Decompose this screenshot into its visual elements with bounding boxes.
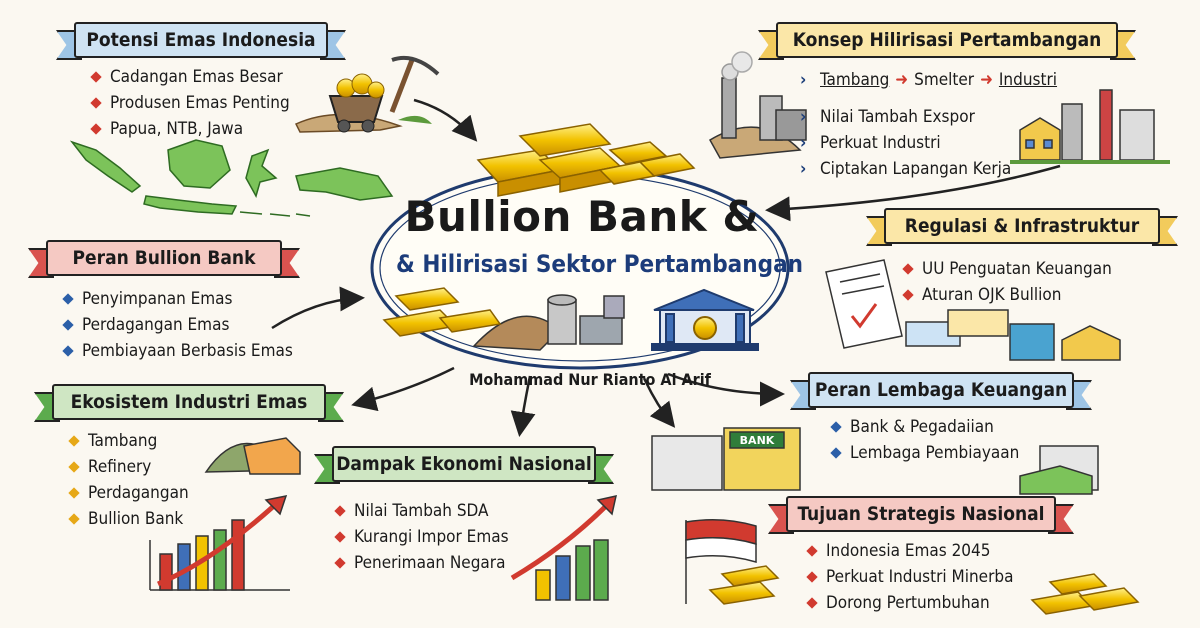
list-item: UU Penguatan Keuangan (902, 256, 1112, 282)
heading-peran-bullion: Peran Bullion Bank (46, 240, 282, 276)
list-item: ›Nilai Tambah Exspor (800, 107, 975, 127)
flow-step: Industri (998, 70, 1058, 90)
list-item: Tambang (68, 428, 189, 454)
gold-bars-icon (476, 123, 696, 197)
list-item: Aturan OJK Bullion (902, 282, 1112, 308)
list-lembaga: Bank & Pegadaiian Lembaga Pembiayaan (830, 414, 1019, 466)
list-item: Pembiayaan Berbasis Emas (62, 338, 293, 364)
growth-chart-icon (149, 495, 290, 591)
list-item: ›Perkuat Industri (800, 133, 941, 153)
ribbon-regulasi: Regulasi & Infrastruktur (866, 208, 1178, 246)
list-item: Penyimpanan Emas (62, 286, 293, 312)
list-item: Indonesia Emas 2045 (806, 538, 1013, 564)
list-regulasi: UU Penguatan Keuangan Aturan OJK Bullion (902, 256, 1112, 308)
mining-cart-icon (294, 55, 440, 133)
diagram-subtitle: & Hilirisasi Sektor Pertambangan (396, 250, 804, 278)
ribbon-konsep: Konsep Hilirisasi Pertambangan (758, 22, 1136, 60)
heading-tujuan: Tujuan Strategis Nasional (786, 496, 1056, 532)
heading-konsep: Konsep Hilirisasi Pertambangan (776, 22, 1118, 58)
author-name: Mohammad Nur Rianto Al Arif (469, 370, 711, 389)
list-peran-bullion: Penyimpanan Emas Perdagangan Emas Pembia… (62, 286, 293, 364)
list-item: Perdagangan (68, 480, 189, 506)
list-item: Papua, NTB, Jawa (90, 116, 290, 142)
list-item: Kurangi Impor Emas (334, 524, 509, 550)
list-konsep: ›Nilai Tambah Exspor ›Perkuat Industri ›… (800, 104, 1011, 182)
list-item: Refinery (68, 454, 189, 480)
diagram-title: Bullion Bank & (404, 192, 760, 241)
list-item: Bullion Bank (68, 506, 189, 532)
list-item: Perkuat Industri Minerba (806, 564, 1013, 590)
list-item: Nilai Tambah SDA (334, 498, 509, 524)
heading-regulasi: Regulasi & Infrastruktur (884, 208, 1160, 244)
heading-ekosistem: Ekosistem Industri Emas (52, 384, 326, 420)
list-item: ›Ciptakan Lapangan Kerja (800, 159, 1012, 179)
list-item: Penerimaan Negara (334, 550, 509, 576)
ribbon-potensi: Potensi Emas Indonesia (56, 22, 346, 60)
ribbon-peran-bullion: Peran Bullion Bank (28, 240, 300, 278)
ribbon-tujuan: Tujuan Strategis Nasional (768, 496, 1074, 534)
list-potensi: Cadangan Emas Besar Produsen Emas Pentin… (90, 64, 290, 142)
list-dampak: Nilai Tambah SDA Kurangi Impor Emas Pene… (334, 498, 509, 576)
list-item: Bank & Pegadaiian (830, 414, 1019, 440)
flow-step: Tambang (820, 70, 890, 90)
smelter-icon (708, 51, 807, 159)
bank-building-icon (651, 288, 759, 351)
factory-icon (1010, 89, 1170, 164)
heading-lembaga: Peran Lembaga Keuangan (808, 372, 1074, 408)
heading-dampak: Dampak Ekonomi Nasional (332, 446, 596, 482)
indonesia-flag-icon (685, 519, 757, 604)
document-icon (825, 259, 1121, 361)
list-item: Perdagangan Emas (62, 312, 293, 338)
bank-sign: BANK (739, 434, 775, 447)
flow-step: Smelter (914, 70, 975, 90)
list-item: Cadangan Emas Besar (90, 64, 290, 90)
heading-potensi: Potensi Emas Indonesia (74, 22, 328, 58)
flow-konsep: › Tambang ➜ Smelter ➜ Industri (800, 70, 1058, 90)
ribbon-dampak: Dampak Ekonomi Nasional (314, 446, 614, 484)
list-item: Produsen Emas Penting (90, 90, 290, 116)
indonesia-map-icon (69, 139, 394, 217)
list-ekosistem: Tambang Refinery Perdagangan Bullion Ban… (68, 428, 189, 532)
ribbon-lembaga: Peran Lembaga Keuangan (790, 372, 1092, 410)
list-item: Lembaga Pembiayaan (830, 440, 1019, 466)
list-tujuan: Indonesia Emas 2045 Perkuat Industri Min… (806, 538, 1013, 616)
list-item: Dorong Pertumbuhan (806, 590, 1013, 616)
ribbon-ekosistem: Ekosistem Industri Emas (34, 384, 344, 422)
